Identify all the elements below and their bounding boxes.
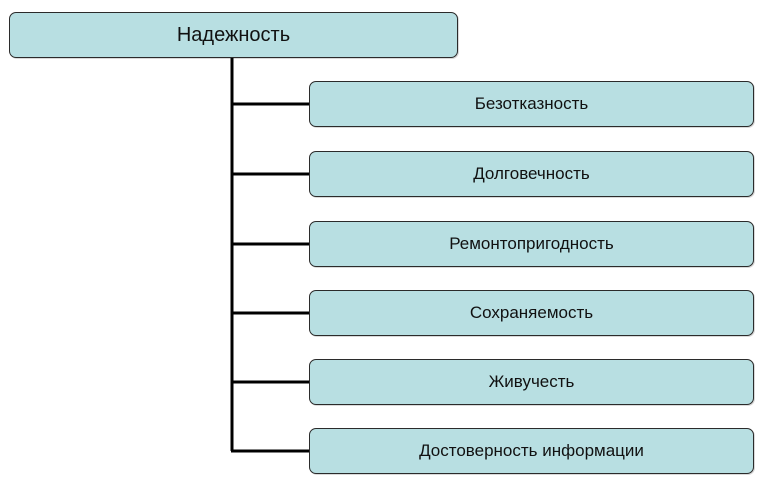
child-node-maintainability: Ремонтопригодность [309,221,754,267]
child-node-label: Сохраняемость [469,303,594,322]
root-node-label: Надежность [176,23,291,46]
child-node-storability: Сохраняемость [309,290,754,336]
child-node-durability: Долговечность [309,151,754,197]
child-node-information-reliability: Достоверность информации [309,428,754,474]
child-node-label: Живучесть [488,372,575,391]
child-node-label: Безотказность [474,94,589,113]
child-node-label: Долговечность [473,164,590,183]
child-node-failure-free: Безотказность [309,81,754,127]
root-node-reliability: Надежность [9,12,458,58]
child-node-survivability: Живучесть [309,359,754,405]
child-node-label: Ремонтопригодность [449,234,614,253]
child-node-label: Достоверность информации [419,441,644,460]
